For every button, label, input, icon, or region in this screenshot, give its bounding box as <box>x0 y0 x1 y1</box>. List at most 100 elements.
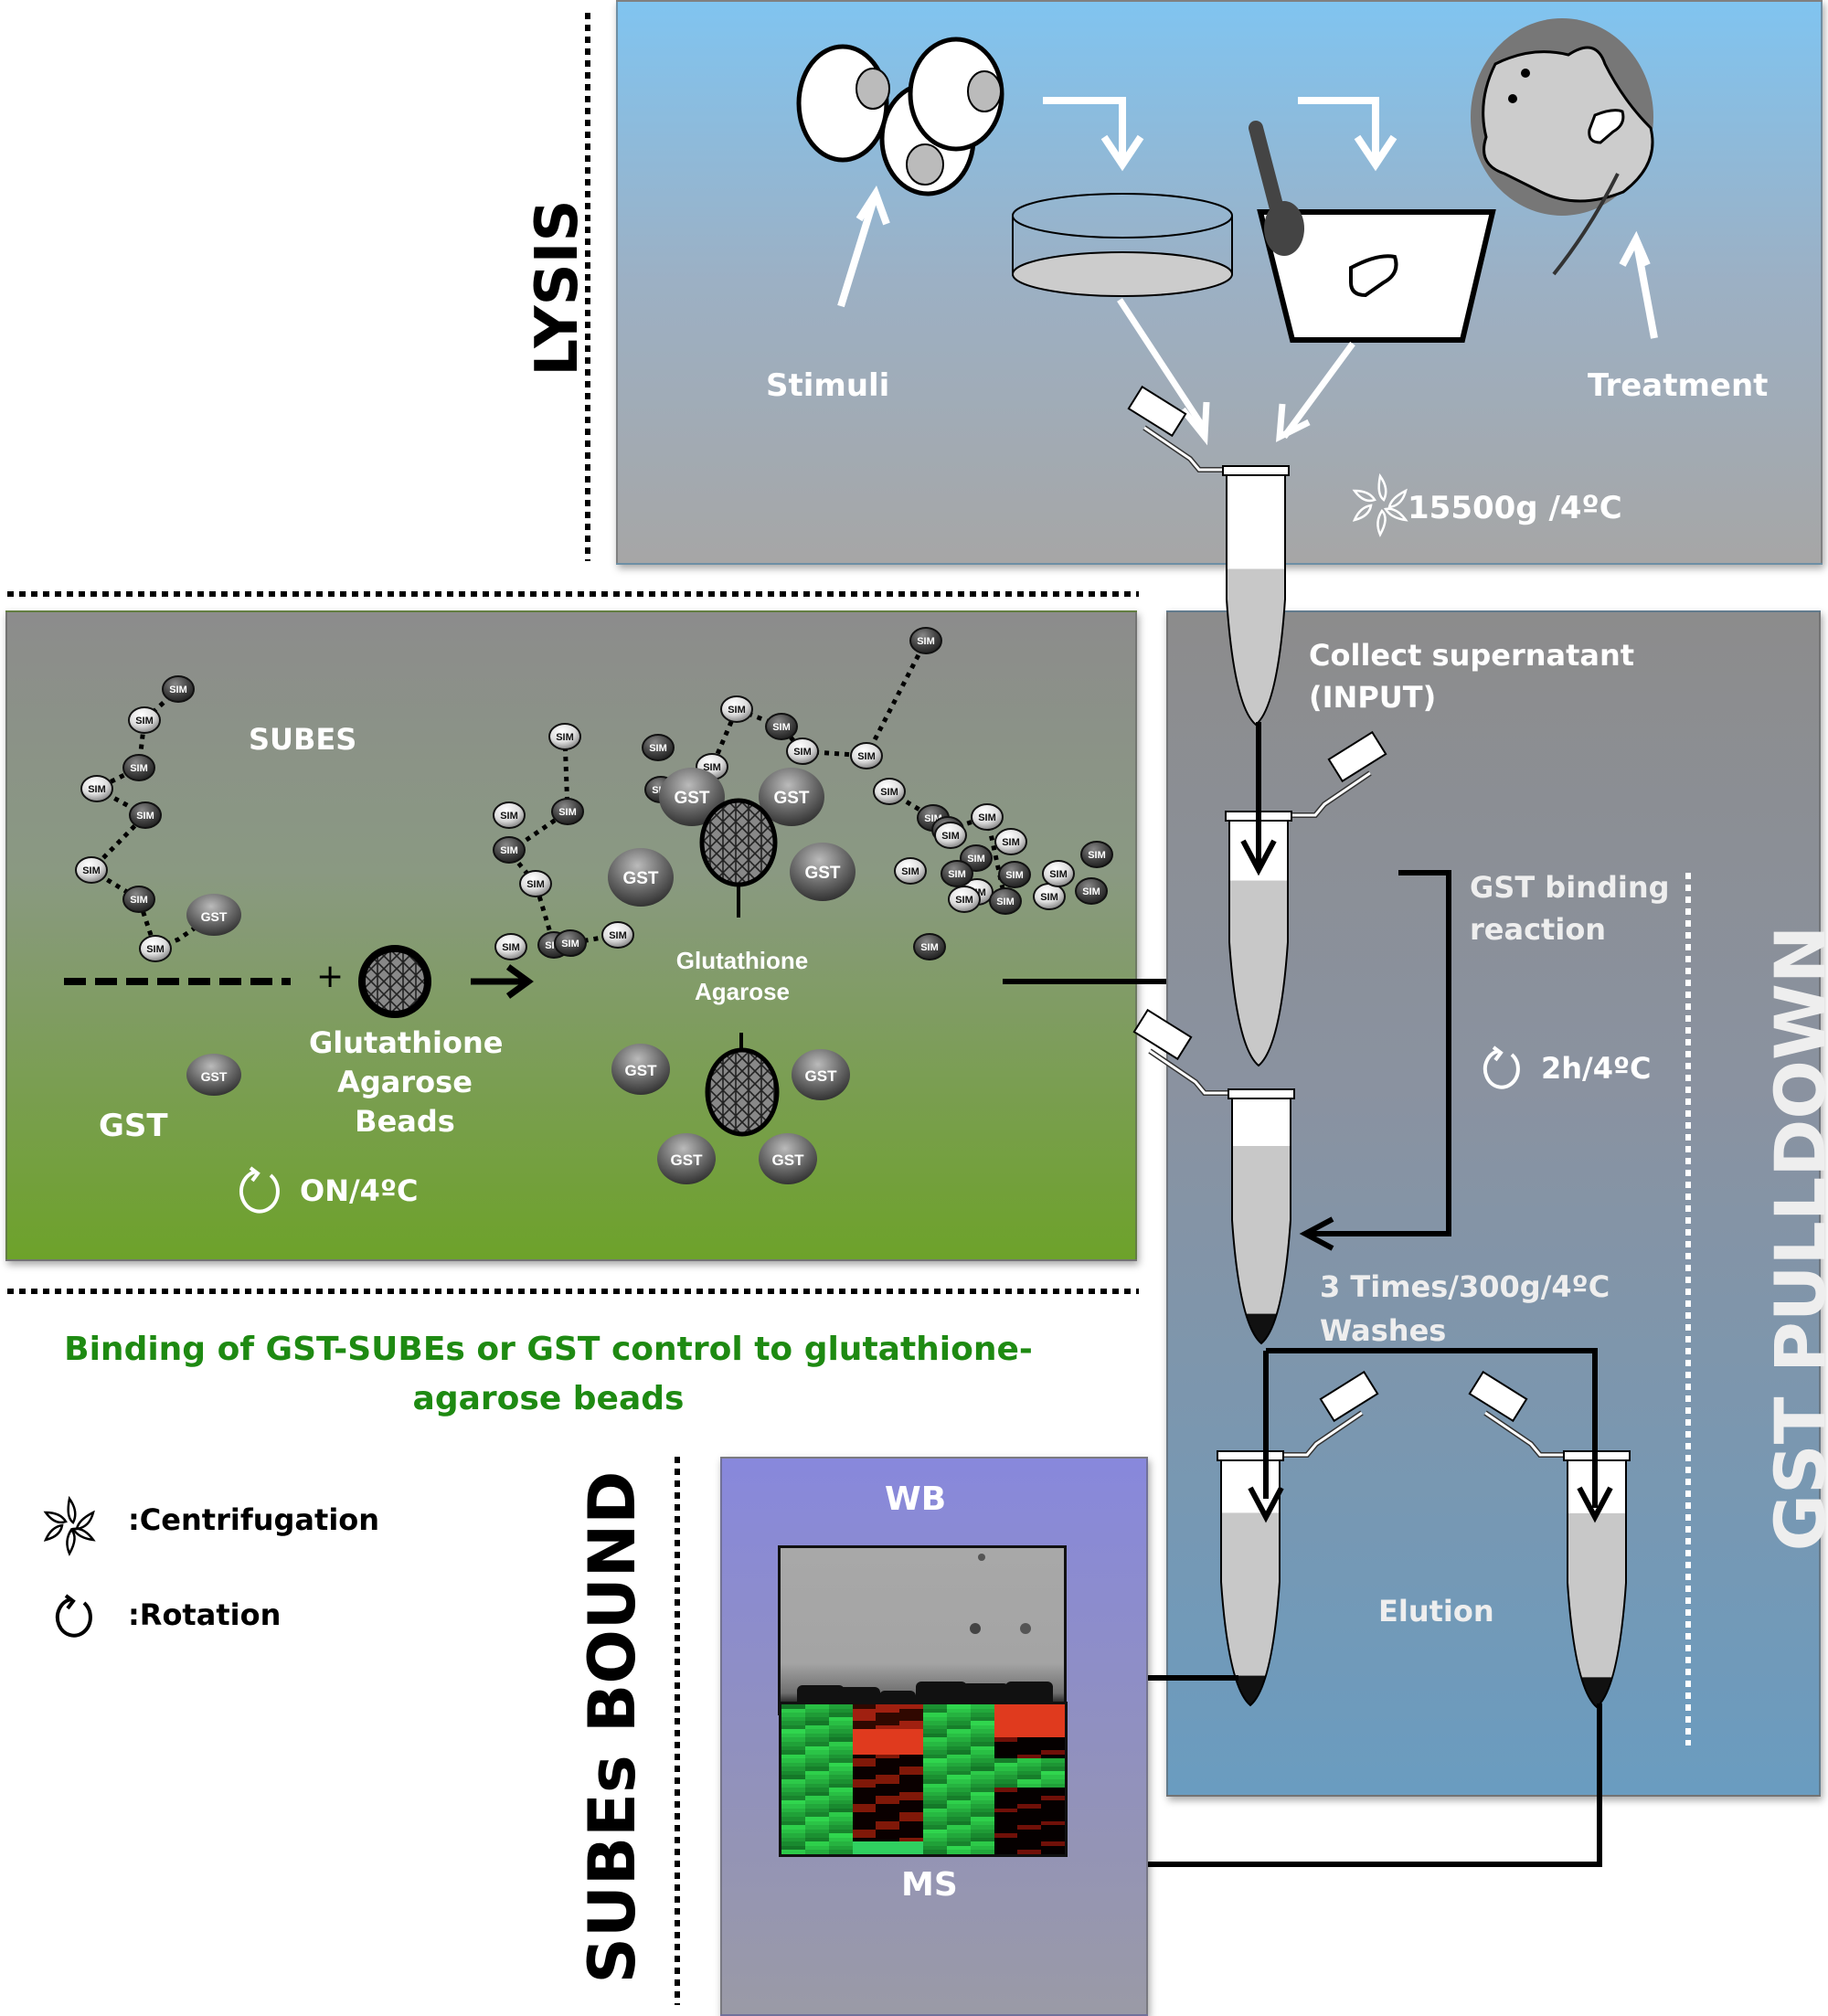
heatmap-cell <box>852 1737 877 1743</box>
heatmap-cell <box>923 1750 948 1756</box>
sim-bead: SIM <box>1080 841 1113 868</box>
heatmap-cell <box>1041 1733 1065 1738</box>
heatmap-cell <box>994 1788 1018 1793</box>
heatmap-cell <box>781 1745 806 1751</box>
heatmap-cell <box>994 1704 1018 1710</box>
heatmap-cell <box>923 1733 948 1738</box>
heatmap-cell <box>852 1724 877 1730</box>
svg-text:SIM: SIM <box>649 743 667 754</box>
heatmap-cell <box>970 1841 994 1847</box>
heatmap-cell <box>994 1767 1018 1772</box>
heatmap-cell <box>1041 1750 1065 1756</box>
lysis-drawings <box>796 18 1658 537</box>
heatmap-cell <box>804 1754 830 1759</box>
heatmap-cell <box>781 1737 806 1743</box>
heatmap-cell <box>1041 1799 1065 1805</box>
heatmap-cell <box>899 1829 924 1834</box>
sim-bead: SIM <box>162 675 195 703</box>
heatmap-cell <box>828 1783 853 1788</box>
binding-rotation-icon <box>1483 1045 1520 1089</box>
heatmap-cell <box>946 1817 972 1822</box>
heatmap-cell <box>804 1721 830 1726</box>
heatmap-cell <box>781 1791 806 1797</box>
heatmap-cell <box>994 1796 1018 1801</box>
legend-centrifugation-icon <box>43 1495 96 1556</box>
heatmap-cell <box>946 1742 972 1747</box>
gst-bead: GST <box>657 1133 716 1184</box>
heatmap-cell <box>994 1817 1018 1822</box>
heatmap-cell <box>1017 1770 1042 1776</box>
heatmap-cell <box>1041 1804 1065 1809</box>
sim-bead: SIM <box>129 801 162 829</box>
heatmap-cell <box>876 1742 900 1747</box>
heatmap-cell <box>876 1845 900 1851</box>
heatmap-cell <box>876 1716 900 1722</box>
heatmap-cell <box>923 1708 948 1714</box>
binding-top-divider <box>7 591 1139 597</box>
heatmap-cell <box>899 1788 924 1793</box>
heatmap-cell <box>1017 1716 1042 1722</box>
heatmap-cell <box>923 1783 948 1788</box>
heatmap-cell <box>970 1820 994 1826</box>
heatmap-cell <box>804 1779 830 1785</box>
heatmap-cell <box>781 1804 806 1809</box>
heatmap-cell <box>852 1733 877 1738</box>
svg-text:GST: GST <box>772 1151 805 1169</box>
legend-centrifugation-label: :Centrifugation <box>128 1502 380 1537</box>
svg-text:SIM: SIM <box>130 763 148 774</box>
heatmap-cell <box>828 1716 853 1722</box>
heatmap-cell <box>923 1841 948 1847</box>
heatmap-cell <box>828 1733 853 1738</box>
heatmap-cell <box>899 1817 924 1822</box>
heatmap-cell <box>994 1708 1018 1714</box>
heatmap-cell <box>1041 1779 1065 1785</box>
sim-bead: SIM <box>894 857 927 885</box>
heatmap-cell <box>970 1754 994 1759</box>
heatmap-cell <box>970 1742 994 1747</box>
heatmap-cell <box>804 1791 830 1797</box>
heatmap-cell <box>899 1733 924 1738</box>
svg-text:SIM: SIM <box>948 869 966 880</box>
heatmap-cell <box>1017 1729 1042 1735</box>
heatmap-cell <box>804 1767 830 1772</box>
heatmap-cell <box>994 1716 1018 1722</box>
svg-text:SIM: SIM <box>917 636 935 647</box>
heatmap-cell <box>804 1820 830 1826</box>
overnight-rotation-label: ON/4ºC <box>300 1173 419 1208</box>
heatmap-cell <box>852 1758 877 1764</box>
heatmap-cell <box>1017 1841 1042 1847</box>
heatmap-cell <box>970 1708 994 1714</box>
heatmap-cell <box>1041 1737 1065 1743</box>
heatmap-cell <box>923 1837 948 1842</box>
heatmap-cell <box>1017 1775 1042 1780</box>
binding-caption: Binding of GST-SUBEs or GST control to g… <box>64 1331 1033 1417</box>
heatmap-cell <box>1041 1812 1065 1818</box>
heatmap-cell <box>923 1804 948 1809</box>
heatmap-cell <box>994 1783 1018 1788</box>
heatmap-cell <box>970 1779 994 1785</box>
heatmap-cell <box>804 1775 830 1780</box>
wash-to-elution-split <box>1263 1348 1598 1508</box>
heatmap-cell <box>923 1833 948 1839</box>
heatmap-cell <box>828 1742 853 1747</box>
heatmap-cell <box>804 1733 830 1738</box>
gst-bead: GST <box>608 848 674 907</box>
heatmap-cell <box>828 1779 853 1785</box>
heatmap-cell <box>828 1791 853 1797</box>
heatmap-cell <box>828 1812 853 1818</box>
subes-label: SUBES <box>249 722 357 757</box>
heatmap-cell <box>804 1758 830 1764</box>
heatmap-cell <box>946 1775 972 1780</box>
treatment-arrow <box>1619 230 1658 339</box>
svg-text:SIM: SIM <box>88 784 106 795</box>
sim-bead: SIM <box>494 933 527 960</box>
svg-text:GST: GST <box>804 864 840 883</box>
sim-bead: SIM <box>786 737 819 765</box>
heatmap-cell <box>970 1750 994 1756</box>
sim-bead: SIM <box>122 754 155 781</box>
heatmap-cell <box>970 1721 994 1726</box>
heatmap-cell <box>781 1796 806 1801</box>
heatmap-cell <box>899 1799 924 1805</box>
heatmap-cell <box>876 1737 900 1743</box>
heatmap-cell <box>852 1791 877 1797</box>
